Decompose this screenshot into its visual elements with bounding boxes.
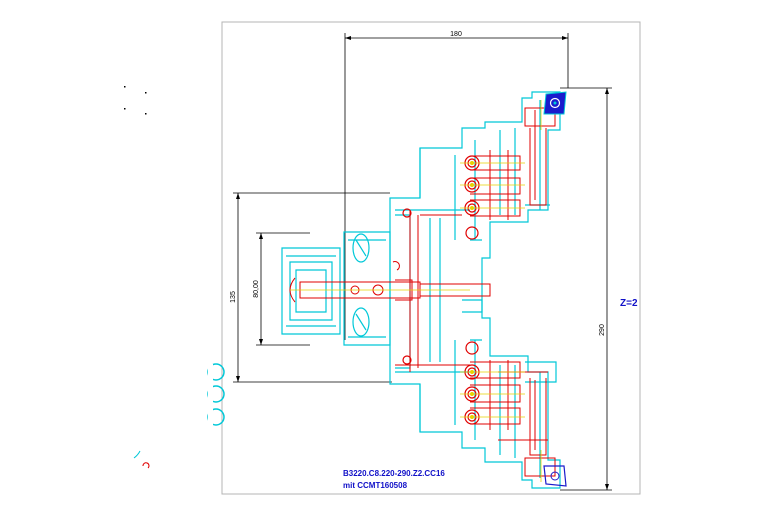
dimension-lines	[233, 33, 612, 491]
part-number-line1: B3220.C8.220-290.Z2.CC16	[343, 469, 445, 478]
drawing-frame	[221, 21, 641, 495]
screw-centres	[470, 161, 474, 419]
reference-circles	[207, 363, 225, 426]
dimension-width-top: 180	[450, 31, 462, 38]
dimension-height-right: 290	[599, 324, 606, 336]
insert-top	[543, 91, 567, 115]
stray-marks	[124, 86, 147, 115]
dimension-height-left-outer: 135	[230, 291, 237, 303]
centerlines	[290, 100, 542, 482]
flange-key-slots	[352, 233, 370, 337]
dimension-arrows	[236, 36, 609, 490]
insert-bottom	[543, 465, 567, 487]
dimension-height-left-inner: 80,00	[253, 280, 260, 298]
part-number-line2: mit CCMT160508	[343, 481, 408, 490]
stray-arc-red	[142, 462, 150, 469]
z-label: Z=2	[620, 298, 638, 309]
stray-arc-cyan	[133, 450, 141, 459]
